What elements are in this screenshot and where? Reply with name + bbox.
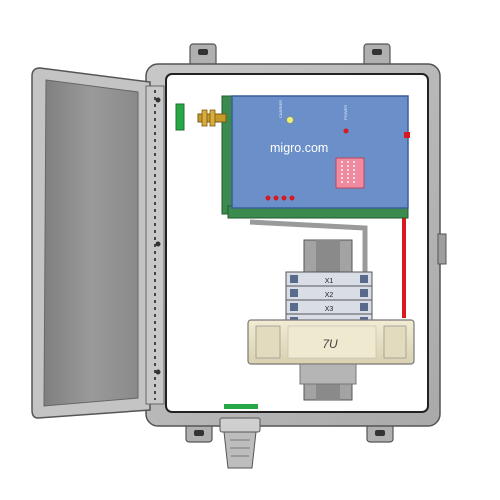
brand-text: migro.com	[270, 141, 328, 155]
power-label: POWER	[343, 105, 348, 120]
power-supply-logo: 7U	[322, 337, 338, 351]
dip-switch-icon	[335, 157, 365, 189]
cellular-device: migro.com CARRIER POWER	[197, 95, 410, 219]
latch	[437, 233, 447, 265]
device-housing	[231, 95, 409, 209]
status-led-icon	[289, 195, 295, 201]
wiring	[249, 210, 406, 318]
led-icon	[286, 116, 294, 124]
mounting-tab-top-right	[363, 43, 391, 67]
status-led-icon	[265, 195, 271, 201]
gasket-marker-bottom	[224, 404, 258, 409]
cable-gland-icon	[219, 417, 261, 469]
status-led-icon	[281, 195, 287, 201]
terminal-label: X2	[325, 292, 334, 299]
power-supply: 7U	[247, 319, 415, 385]
terminal-block: X3	[285, 299, 373, 315]
connector-icon	[404, 132, 410, 138]
terminal-block: X1	[285, 271, 373, 287]
mounting-tab-top-left	[189, 43, 217, 67]
terminal-label: X3	[325, 306, 334, 313]
status-led-icon	[273, 195, 279, 201]
carrier-label: CARRIER	[278, 100, 283, 118]
mounting-tab-icon	[198, 49, 208, 55]
terminal-block: X2	[285, 285, 373, 301]
power-led-icon	[343, 128, 349, 134]
enclosure-door	[31, 67, 165, 419]
terminal-label: X1	[325, 278, 334, 285]
antenna-connector-icon	[197, 109, 227, 127]
gasket-marker-left	[175, 103, 185, 131]
